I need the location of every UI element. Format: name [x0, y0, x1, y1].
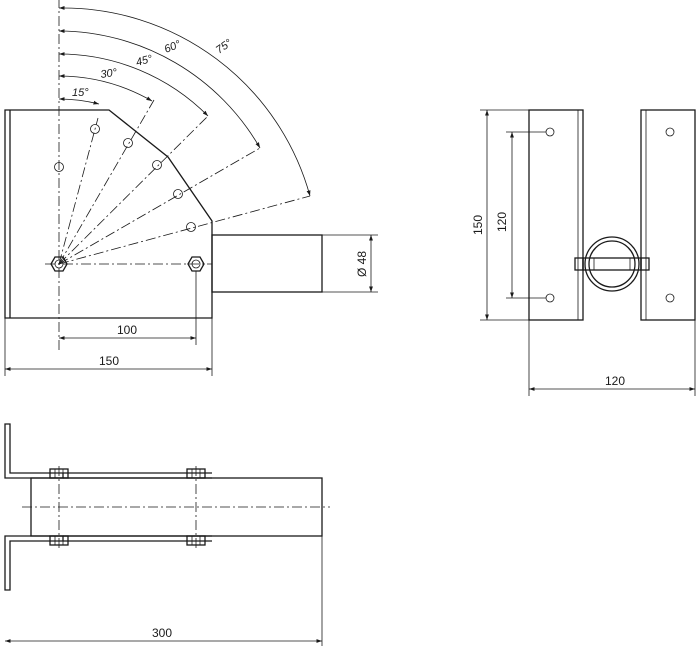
- side-hole: [665, 293, 675, 303]
- front-bolt-left: [50, 256, 68, 272]
- front-hole: [186, 222, 196, 232]
- angle-label-30: 30°: [100, 67, 119, 81]
- front-hole: [173, 189, 183, 199]
- side-pipe-clamp: [574, 236, 650, 292]
- angle-label-75: 75°: [214, 37, 235, 57]
- dim-label-300: 300: [152, 626, 172, 640]
- front-hole: [90, 124, 100, 134]
- top-nut: [49, 468, 69, 479]
- side-hole: [665, 127, 675, 137]
- angle-arc-45: [58, 52, 209, 117]
- side-hole: [545, 127, 555, 137]
- front-pipe: [211, 234, 323, 293]
- angle-label-45: 45°: [135, 53, 155, 69]
- angle-ray-45: [58, 115, 209, 265]
- dim-label-100: 100: [117, 323, 137, 337]
- front-hole: [152, 160, 162, 170]
- top-nut: [186, 535, 206, 546]
- angle-ray-75: [58, 195, 311, 265]
- top-nut: [49, 535, 69, 546]
- front-view: 15° 30° 45° 60° 75° 100 150: [4, 0, 378, 376]
- dim-label-side-150: 150: [471, 215, 485, 235]
- angle-arc-15: [58, 97, 100, 105]
- angle-arc-75: [58, 5, 311, 197]
- angle-ray-60: [58, 147, 261, 265]
- top-nut: [186, 468, 206, 479]
- angle-ray-15: [58, 117, 99, 265]
- dim-label-width-120: 120: [605, 374, 625, 388]
- side-view: 150 120 120: [471, 109, 696, 396]
- dim-label-diameter: Ø 48: [355, 251, 369, 277]
- top-flange-lower: [4, 535, 64, 591]
- front-bolt-right: [187, 256, 205, 272]
- angle-label-60: 60°: [163, 38, 183, 56]
- front-hole: [54, 162, 64, 172]
- side-plate-left: [528, 109, 584, 321]
- angle-ray-30: [58, 99, 155, 265]
- dim-label-side-120: 120: [495, 212, 509, 232]
- side-plate-right: [640, 109, 696, 321]
- angle-label-15: 15°: [72, 87, 89, 99]
- front-hole: [123, 138, 133, 148]
- top-flange-upper: [4, 423, 64, 479]
- dim-label-150: 150: [99, 354, 119, 368]
- front-plate-outline: [4, 109, 213, 319]
- side-hole: [545, 293, 555, 303]
- top-view: 300: [4, 423, 330, 646]
